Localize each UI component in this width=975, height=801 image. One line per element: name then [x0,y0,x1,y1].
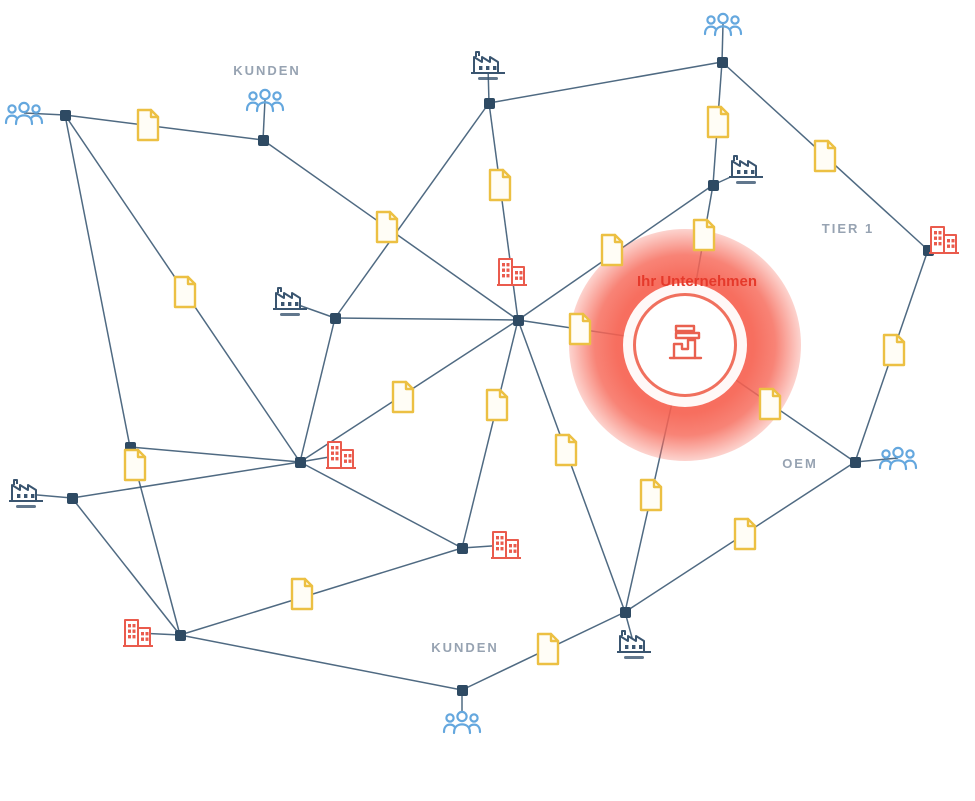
region-label: KUNDEN [233,63,301,78]
people-group-icon [4,99,44,127]
network-node [174,629,186,641]
edge-line [299,461,463,549]
document-icon [170,275,200,309]
people-group-icon [878,444,918,472]
network-node [512,314,524,326]
building-icon [121,617,155,649]
company-center-node [633,293,737,397]
edge-line [64,114,264,141]
document-icon [879,333,909,367]
factory-icon [616,628,652,659]
network-node [849,456,861,468]
company-building-icon [661,321,709,370]
network-node [716,56,728,68]
document-icon [287,577,317,611]
network-node [456,542,468,554]
edge-line [64,114,131,448]
edge-line [299,317,336,463]
document-icon [597,233,627,267]
document-icon [810,139,840,173]
edge-line [854,457,899,463]
building-icon [489,529,523,561]
network-node [124,441,136,453]
edge-line [488,61,723,104]
network-node [257,134,269,146]
factory-icon [8,477,44,508]
document-icon [485,168,515,202]
edge-line [179,547,463,636]
document-icon [120,448,150,482]
network-node [294,456,306,468]
building-icon [324,439,358,471]
edge-line [129,446,301,463]
edge-line [23,112,66,116]
people-group-icon [703,10,743,38]
edge-line [71,461,301,499]
document-icon [372,210,402,244]
people-group-icon [245,86,285,114]
region-label: KUNDEN [431,640,499,655]
document-icon [551,433,581,467]
building-icon [927,224,961,256]
document-icon [133,108,163,142]
network-node [329,312,341,324]
document-icon [703,105,733,139]
edge-line [334,317,519,321]
edge-line [179,634,463,691]
edge-line [262,99,266,141]
network-node [59,109,71,121]
document-icon [482,388,512,422]
region-label: OEM [782,456,818,471]
network-node [707,179,719,191]
network-node [66,492,78,504]
edge-line [71,497,181,636]
edge-line [721,23,724,63]
company-label: Ihr Unternehmen [636,273,758,290]
document-icon [730,517,760,551]
network-node [619,606,631,618]
building-icon [495,256,529,288]
factory-icon [272,285,308,316]
factory-icon [728,153,764,184]
network-node [922,244,934,256]
document-icon [565,312,595,346]
document-icon [689,218,719,252]
document-icon [636,478,666,512]
network-node [456,684,468,696]
document-icon [533,632,563,666]
people-group-icon [442,708,482,736]
document-icon [388,380,418,414]
edge-line [461,319,519,549]
document-icon [755,387,785,421]
edge-line [334,102,490,319]
region-label: TIER 1 [821,221,875,236]
factory-icon [470,49,506,80]
network-node [483,97,495,109]
